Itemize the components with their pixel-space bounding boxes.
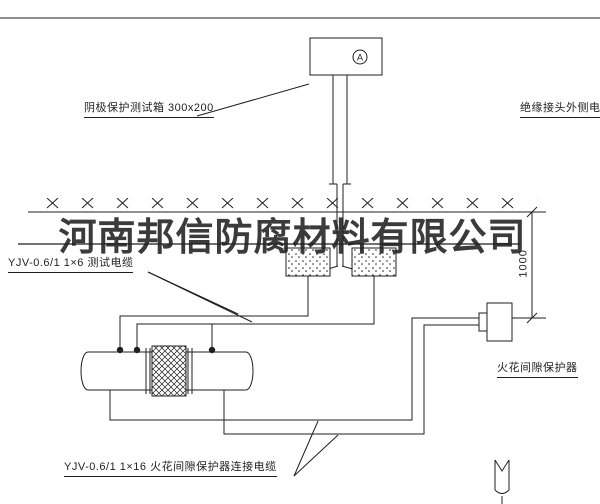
watermark: 河南邦信防腐材料有限公司 bbox=[58, 217, 527, 259]
spark-cable-paths bbox=[109, 317, 487, 435]
spark-cable-path-1 bbox=[109, 317, 487, 421]
label-spark-gap: 火花间隙保护器 bbox=[497, 362, 578, 378]
pipe-right-end bbox=[245, 351, 254, 391]
test-cable-path-1 bbox=[119, 276, 309, 352]
ground-line bbox=[28, 198, 546, 213]
weld-dots bbox=[116, 346, 216, 354]
test-cable-paths bbox=[119, 276, 375, 352]
spark-cable-leader-lines bbox=[293, 420, 339, 477]
weld-dot bbox=[208, 346, 216, 354]
label-test-box: 阴极保护测试箱 300x200 bbox=[84, 102, 214, 118]
test-cable-leader-lines bbox=[147, 271, 253, 323]
dimension-line bbox=[512, 206, 546, 324]
ammeter-letter: A bbox=[357, 53, 363, 63]
insulating-joint bbox=[151, 345, 187, 397]
label-insulated-joint-cable: 绝缘接头外侧电缆 bbox=[520, 102, 600, 118]
weld-dot bbox=[116, 346, 124, 354]
ground-hatch-marks bbox=[32, 198, 537, 212]
weld-dot bbox=[133, 346, 141, 354]
flange-left bbox=[145, 348, 151, 394]
concrete-block-left bbox=[285, 247, 331, 277]
ammeter-circle bbox=[352, 49, 368, 65]
flange-right bbox=[187, 348, 193, 394]
pipeline bbox=[80, 351, 254, 391]
label-spark-cable: YJV-0.6/1 1×16 火花间隙保护器连接电缆 bbox=[64, 461, 277, 477]
test-cable-path-2 bbox=[136, 276, 375, 352]
concrete-block-right bbox=[351, 247, 397, 277]
spark-gap-protector bbox=[478, 302, 513, 342]
clamp-symbol bbox=[494, 459, 510, 504]
label-test-cable: YJV-0.6/1 1×6 测试电缆 bbox=[8, 257, 134, 273]
test-box: A bbox=[309, 37, 383, 76]
conduit-riser bbox=[311, 75, 371, 275]
spark-cable-path-2 bbox=[223, 324, 487, 435]
test-box-leader-line bbox=[196, 83, 310, 117]
pipe-left-end bbox=[80, 351, 89, 391]
